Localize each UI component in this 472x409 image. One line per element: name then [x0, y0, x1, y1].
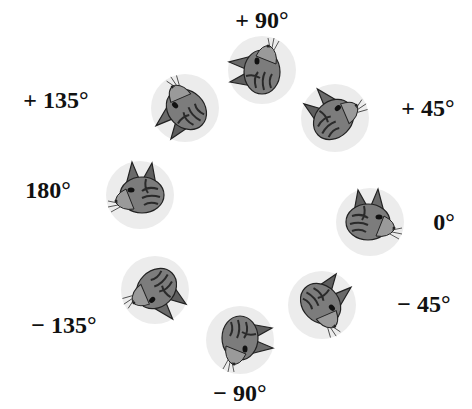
- angle-label: + 135°: [23, 87, 88, 113]
- angle-label-holder: 180°: [25, 178, 71, 202]
- angle-label: + 45°: [401, 95, 454, 121]
- angle-label-holder: − 90°: [213, 381, 266, 405]
- cat-head: [229, 38, 280, 94]
- angle-label-holder: + 135°: [23, 88, 88, 112]
- angle-label-holder: − 135°: [31, 313, 96, 337]
- angle-label-holder: − 45°: [397, 292, 450, 316]
- angle-label: 180°: [25, 177, 71, 203]
- angle-label-holder: + 90°: [235, 8, 288, 32]
- angle-label: − 45°: [397, 291, 450, 317]
- angle-label-holder: + 45°: [401, 96, 454, 120]
- cat-head: [139, 73, 215, 149]
- angle-label-holder: 0°: [433, 210, 455, 234]
- angle-label: − 90°: [213, 380, 266, 406]
- cat-head: [295, 72, 371, 148]
- cat-head: [292, 265, 368, 341]
- angle-label: − 135°: [31, 312, 96, 338]
- picture-disc: [336, 188, 404, 256]
- cat-head: [120, 260, 196, 336]
- cat-head: [346, 189, 402, 240]
- angle-label: 0°: [433, 209, 455, 235]
- picture-disc: [228, 36, 296, 104]
- picture-disc: [106, 161, 174, 229]
- picture-disc: [206, 306, 274, 374]
- cat-head: [222, 316, 273, 372]
- angle-label: + 90°: [235, 7, 288, 33]
- cat-head: [108, 162, 164, 213]
